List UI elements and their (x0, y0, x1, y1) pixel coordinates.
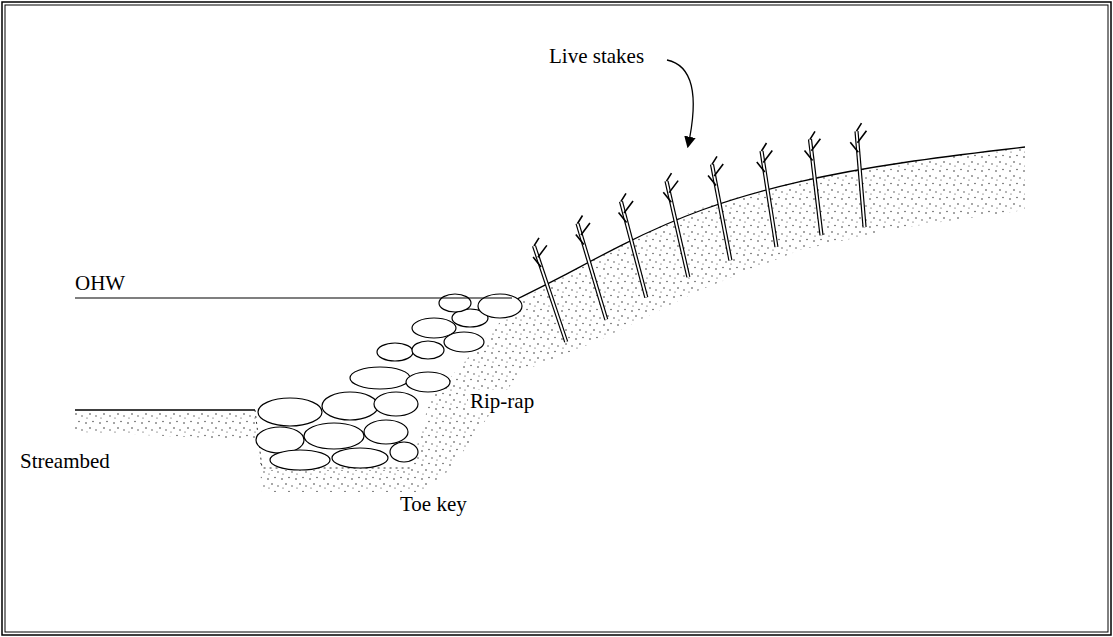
live-stake (663, 173, 688, 277)
live-stake (576, 216, 606, 320)
rock (374, 392, 418, 416)
rock (390, 442, 418, 462)
inner-frame (5, 5, 1108, 632)
part-label: Streambed (18, 450, 112, 473)
live-stake (757, 143, 777, 247)
live-stake (619, 193, 647, 297)
part-label: Toe key (398, 493, 469, 516)
live-stake (708, 156, 730, 260)
rock (439, 294, 471, 312)
live-stake (850, 123, 866, 227)
rock (412, 341, 444, 359)
rock (350, 367, 410, 389)
rock (258, 398, 322, 426)
streambed-stipple (75, 412, 258, 440)
rock (332, 448, 388, 468)
rock (270, 450, 330, 470)
rock (377, 343, 413, 361)
rock (364, 420, 408, 444)
rock (322, 392, 378, 420)
streambed-line (75, 409, 255, 410)
leader-label: Live stakes (547, 45, 646, 68)
rock (256, 427, 304, 453)
live-stake (805, 131, 822, 235)
rock (444, 332, 484, 352)
part-label: Rip-rap (468, 390, 536, 413)
ohw-line (75, 297, 512, 298)
leader-arrow (667, 60, 693, 146)
water-level-label: OHW (73, 272, 127, 295)
live-stake (533, 238, 566, 342)
rock (406, 372, 450, 392)
rock (304, 423, 364, 449)
soil-stipple (255, 147, 1025, 492)
